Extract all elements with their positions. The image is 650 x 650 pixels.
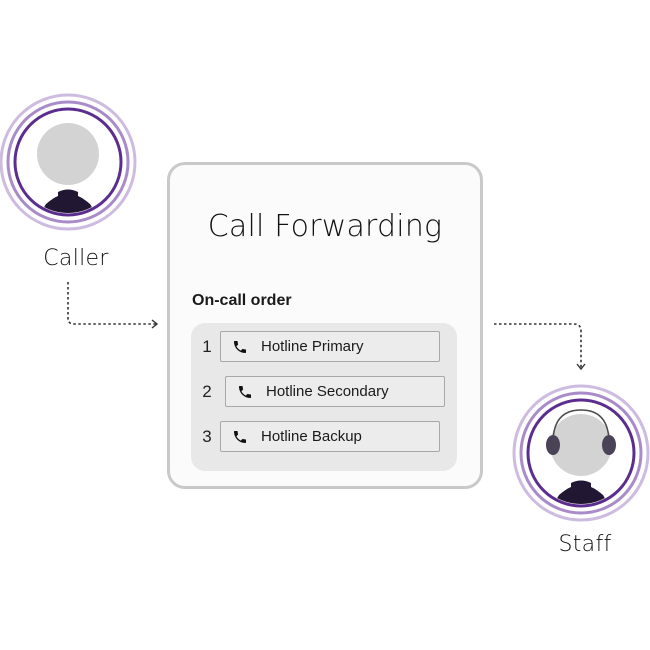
headset-agent-avatar-icon: [512, 384, 650, 522]
flow-arrow-card-to-staff: [492, 318, 592, 373]
phone-icon: [239, 386, 251, 398]
order-number: 2: [202, 382, 212, 401]
card-title: Call Forwarding: [207, 209, 443, 244]
phone-icon: [234, 431, 246, 443]
item-label: Hotline Secondary: [266, 383, 389, 400]
list-item: 1 Hotline Primary: [191, 331, 457, 363]
caller-label: Caller: [43, 246, 109, 271]
on-call-order-list: 1 Hotline Primary 2 Hotline Secondary 3: [191, 323, 457, 471]
list-item: 3 Hotline Backup: [191, 421, 457, 453]
list-item: 2 Hotline Secondary: [191, 376, 457, 408]
caller-avatar: [0, 92, 138, 232]
item-label: Hotline Primary: [261, 338, 364, 355]
on-call-order-label: On-call order: [192, 292, 292, 309]
phone-icon: [234, 341, 246, 353]
order-number: 1: [202, 337, 212, 356]
hotline-backup-item[interactable]: Hotline Backup: [220, 421, 440, 452]
order-number: 3: [202, 427, 212, 446]
hotline-secondary-item[interactable]: Hotline Secondary: [225, 376, 445, 407]
staff-avatar: [511, 383, 650, 523]
person-avatar-icon: [0, 93, 137, 231]
item-label: Hotline Backup: [261, 428, 362, 445]
flow-arrow-caller-to-card: [60, 280, 160, 330]
staff-label: Staff: [558, 532, 612, 557]
hotline-primary-item[interactable]: Hotline Primary: [220, 331, 440, 362]
call-forwarding-card: Call Forwarding On-call order 1 Hotline …: [167, 162, 483, 489]
